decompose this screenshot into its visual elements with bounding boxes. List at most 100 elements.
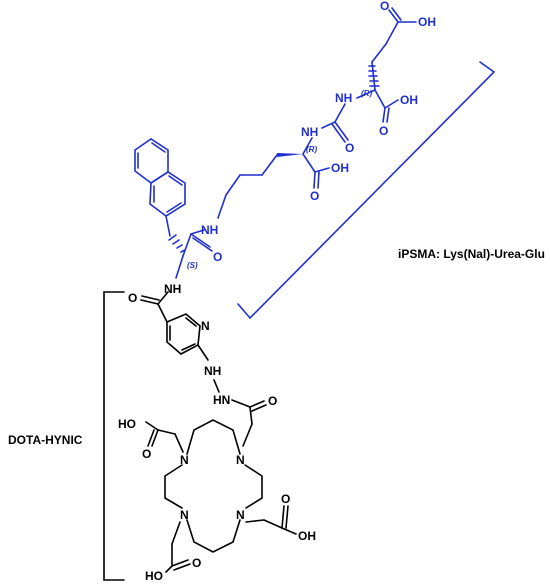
urea-o-label: O xyxy=(345,141,354,155)
arm-bl-bond xyxy=(165,565,173,573)
arm-tl-bond xyxy=(174,433,184,453)
nic-bond xyxy=(140,299,159,305)
hynic-o-label: O xyxy=(268,394,277,408)
psma-fragment xyxy=(134,7,417,279)
arm-br-bond xyxy=(285,505,289,529)
aromatic-bond xyxy=(151,142,166,153)
nal-hashed-bond xyxy=(168,234,186,253)
urea-bond xyxy=(321,121,336,129)
cyclen-bond-right xyxy=(244,464,263,509)
arm-tl-bond xyxy=(151,429,159,447)
arm-tl-bond xyxy=(147,429,155,447)
lys-stereo-label: (R) xyxy=(306,145,317,154)
cyclen-n-bl-label: N xyxy=(180,508,189,522)
aromatic-bond xyxy=(181,343,196,351)
glu-nh-label: NH xyxy=(335,91,352,105)
amide-bond xyxy=(190,233,211,248)
amide-bond xyxy=(192,237,213,252)
arm-br-bond xyxy=(263,519,283,529)
arm-br-oh-label: OH xyxy=(298,529,316,543)
nic-bond xyxy=(141,295,160,301)
lys-nh-label: NH xyxy=(201,223,218,237)
urea-bond xyxy=(331,123,346,143)
chelator-bracket xyxy=(103,291,125,581)
urea-bond xyxy=(334,121,349,141)
glu-stereo-label: (R) xyxy=(361,89,372,98)
arm-bl-bond xyxy=(173,563,191,571)
nal-bond xyxy=(175,255,184,279)
cyclen-n-tr-label: N xyxy=(236,453,245,467)
lys-acid-label: OH xyxy=(331,161,349,175)
psma-bracket xyxy=(237,61,496,320)
hydrazine-nh1-label: NH xyxy=(204,364,221,378)
arm-tl-ho-label: HO xyxy=(118,417,136,431)
arm-tl-o-label: O xyxy=(142,447,151,461)
hydrazine-bond xyxy=(197,344,209,361)
arm-bl-o-label: O xyxy=(192,556,201,570)
lys-chain-bond xyxy=(217,194,227,219)
lys-bond xyxy=(314,167,330,173)
glu-bond xyxy=(374,89,386,109)
amide-bond xyxy=(190,229,205,235)
nal-nh-label: NH xyxy=(164,282,181,296)
glu-bond xyxy=(386,107,390,123)
cyclen-bond-bottom xyxy=(186,519,241,553)
naphthalene-ring-a xyxy=(149,171,186,217)
urea-nh-label: NH xyxy=(301,125,318,139)
hydrazine-nh2-label: HN xyxy=(213,393,230,407)
arm-br-bond xyxy=(281,505,285,529)
amide-o-label: O xyxy=(213,250,222,264)
lys-acid-o-label: O xyxy=(310,189,319,203)
pyridine-n-label: N xyxy=(201,319,210,333)
naphthalene-ring-b xyxy=(134,138,169,184)
urea-bond xyxy=(302,137,313,155)
glu-top-acid-label: OH xyxy=(418,15,436,29)
nal-bond xyxy=(165,215,171,237)
arm-bl-bond xyxy=(171,559,189,567)
aromatic-bond xyxy=(168,175,183,186)
aromatic-bond xyxy=(166,202,182,213)
arm-br-bond xyxy=(281,527,297,535)
hynic-co-bond xyxy=(249,400,265,408)
hydrazine-bond xyxy=(231,399,251,408)
hynic-bond xyxy=(242,423,253,447)
lys-bond xyxy=(317,171,320,189)
aromatic-bond xyxy=(185,317,197,327)
pyridine-ring xyxy=(166,313,201,355)
glu-bond xyxy=(356,89,376,99)
arm-br-bond xyxy=(245,519,265,523)
psma-caption: iPSMA: Lys(Nal)-Urea-Glu xyxy=(398,247,545,261)
hynic-co-bond xyxy=(251,404,267,412)
nic-bond xyxy=(157,303,168,323)
glu-bond xyxy=(382,107,386,123)
urea-bond xyxy=(334,103,346,123)
cyclen-bond-left xyxy=(164,464,183,509)
amide-bond xyxy=(182,233,192,257)
glu-bond xyxy=(391,7,402,21)
glu-alpha-acid-label: OH xyxy=(400,93,418,107)
arm-tl-bond xyxy=(145,421,159,431)
arm-bl-ho-label: HO xyxy=(145,569,163,583)
nic-bond xyxy=(157,291,169,305)
glu-bond xyxy=(385,21,399,45)
glu-top-o-label: O xyxy=(380,0,389,13)
hynic-bond xyxy=(249,406,253,425)
psma-labels: OH O NH (R) OH O NH O (R) OH O NH O (S) xyxy=(187,0,436,270)
lys-wedge-bond xyxy=(277,153,303,157)
glu-bond xyxy=(388,9,399,23)
cyclen-n-tl-label: N xyxy=(180,453,189,467)
arm-br-o-label: O xyxy=(281,492,290,506)
cyclen-n-br-label: N xyxy=(236,508,245,522)
lys-bond xyxy=(302,153,316,173)
arm-tl-bond xyxy=(157,429,176,435)
nal-stereo-label: (S) xyxy=(187,261,198,270)
glu-bond xyxy=(371,43,387,63)
hydrazine-bond xyxy=(213,379,220,393)
nic-o-label: O xyxy=(128,291,137,305)
glu-bond xyxy=(384,99,399,109)
lys-bond xyxy=(313,171,316,189)
glu-hashed-bond xyxy=(368,65,380,87)
arm-bl-bond xyxy=(171,521,181,545)
cyclen-bond-top xyxy=(186,419,241,455)
